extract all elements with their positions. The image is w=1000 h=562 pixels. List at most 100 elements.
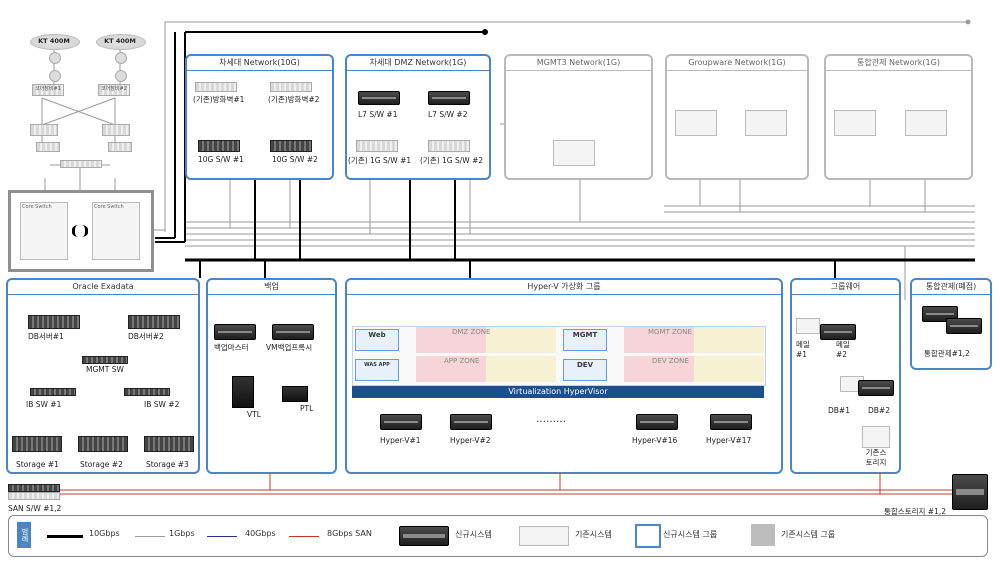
app-zone-bg bbox=[416, 356, 556, 382]
control-server-new-2 bbox=[946, 318, 982, 334]
hyperv-host-17 bbox=[710, 414, 752, 430]
backup-master-server bbox=[214, 324, 256, 340]
mail-server-1-label: 메일 #1 bbox=[796, 340, 810, 359]
kt-line-right bbox=[96, 34, 146, 50]
legend-8g-label: 8Gbps SAN bbox=[327, 529, 372, 538]
hyperv-host-1 bbox=[380, 414, 422, 430]
legacy-1g-switch-2-label: (기존) 1G S/W #2 bbox=[420, 156, 484, 165]
gw-db2-label: DB#2 bbox=[868, 406, 890, 415]
oracle-exadata-title: Oracle Exadata bbox=[8, 280, 198, 295]
legacy-storage bbox=[862, 426, 890, 448]
firewall-1 bbox=[36, 142, 60, 152]
hyperv-ellipsis: ……… bbox=[536, 414, 566, 425]
ptl-device bbox=[282, 386, 308, 402]
core-switch-2 bbox=[92, 202, 140, 260]
legend-1g-label: 1Gbps bbox=[169, 529, 195, 538]
core-switch-1-label: Core Switch bbox=[22, 204, 52, 210]
groupware-server-2 bbox=[745, 110, 787, 136]
core-switch-1 bbox=[20, 202, 68, 260]
kt-line-left bbox=[30, 34, 80, 50]
integrated-storage bbox=[952, 474, 988, 510]
legend-new-system-label: 신규시스템 bbox=[455, 530, 492, 539]
next-gen-dmz-group: 차세대 DMZ Network(1G) bbox=[345, 54, 491, 180]
legacy-firewall-1 bbox=[195, 82, 237, 92]
db-server-2 bbox=[128, 315, 180, 329]
san-switch-label: SAN S/W #1,2 bbox=[8, 504, 62, 513]
san-switch-2 bbox=[8, 492, 60, 500]
ptl-label: PTL bbox=[300, 404, 314, 413]
10g-switch-1 bbox=[198, 140, 240, 152]
next-gen-dmz-title: 차세대 DMZ Network(1G) bbox=[347, 56, 489, 71]
control-servers-label: 통합관제#1,2 bbox=[924, 349, 970, 358]
storage-1 bbox=[12, 436, 62, 452]
legend-8g-line bbox=[289, 536, 319, 537]
mgmt-vm-pill: MGMT bbox=[563, 329, 607, 351]
10g-switch-2-label: 10G S/W #2 bbox=[272, 155, 318, 164]
mgmt3-network-title: MGMT3 Network(1G) bbox=[506, 56, 651, 71]
legend-10g-line bbox=[47, 535, 83, 538]
integrated-control-title: 통합관제(폐점) bbox=[912, 280, 990, 295]
legacy-firewall-2 bbox=[270, 82, 312, 92]
web-vm-pill: Web bbox=[355, 329, 399, 351]
backup-title: 백업 bbox=[208, 280, 335, 295]
edge-router-2 bbox=[98, 84, 130, 96]
app-zone-label: APP ZONE bbox=[444, 357, 480, 365]
legend-old-group-label: 기존시스템 그룹 bbox=[781, 530, 836, 539]
l7-switch-2 bbox=[428, 91, 470, 105]
hyperv-host-16 bbox=[636, 414, 678, 430]
storage-3-label: Storage #3 bbox=[146, 460, 189, 469]
legend-title: 범례 bbox=[17, 522, 31, 548]
dev-vm-pill: DEV bbox=[563, 359, 607, 381]
integrated-control-network-title: 통합관제 Network(1G) bbox=[826, 56, 971, 71]
legend-old-group-icon bbox=[751, 524, 775, 546]
firewall-2 bbox=[108, 142, 132, 152]
db-server-new bbox=[858, 380, 894, 396]
groupware-title: 그룹웨어 bbox=[792, 280, 899, 295]
legend-new-group-icon bbox=[635, 524, 661, 548]
dmz-zone-label: DMZ ZONE bbox=[452, 328, 491, 336]
control-server-2 bbox=[905, 110, 947, 136]
router-icon bbox=[115, 70, 127, 82]
mail-server-2-label: 메일 #2 bbox=[836, 340, 850, 359]
10g-switch-1-label: 10G S/W #1 bbox=[198, 155, 244, 164]
mail-server-2 bbox=[820, 324, 856, 340]
dev-zone-bg bbox=[624, 356, 764, 382]
vm-backup-proxy-server bbox=[272, 324, 314, 340]
storage-2-label: Storage #2 bbox=[80, 460, 123, 469]
backup-group: 백업 bbox=[206, 278, 337, 474]
db-server-1 bbox=[28, 315, 80, 329]
db-server-1-label: DB서버#1 bbox=[28, 332, 64, 341]
legend-old-system-icon bbox=[519, 526, 569, 546]
hyperv-host-16-label: Hyper-V#16 bbox=[632, 436, 678, 445]
mgmt3-server bbox=[553, 140, 595, 166]
ib-switch-2 bbox=[124, 388, 170, 396]
san-switch bbox=[8, 484, 60, 492]
legacy-storage-label: 기존스 토리지 bbox=[865, 448, 887, 467]
legend-old-system-label: 기존시스템 bbox=[575, 530, 612, 539]
hyperv-host-2-label: Hyper-V#2 bbox=[450, 436, 491, 445]
next-gen-network-title: 차세대 Network(10G) bbox=[187, 56, 332, 71]
legend-40g-label: 40Gbps bbox=[245, 529, 276, 538]
legend-10g-label: 10Gbps bbox=[89, 529, 120, 538]
kt-label-left: KT 400M bbox=[38, 37, 70, 45]
hyperv-host-2 bbox=[450, 414, 492, 430]
vm-backup-proxy-label: VM백업프록시 bbox=[266, 343, 313, 352]
ib-switch-1-label: IB SW #1 bbox=[26, 400, 62, 409]
legend: 범례 10Gbps 1Gbps 40Gbps 8Gbps SAN 신규시스템 기… bbox=[8, 515, 988, 557]
router-icon bbox=[49, 52, 61, 64]
legend-40g-line bbox=[207, 536, 237, 537]
l3-switch-1 bbox=[30, 124, 58, 136]
mgmt3-network-group: MGMT3 Network(1G) bbox=[504, 54, 653, 180]
storage-1-label: Storage #1 bbox=[16, 460, 59, 469]
legacy-1g-switch-1-label: (기존) 1G S/W #1 bbox=[348, 156, 412, 165]
legend-new-group-label: 신규시스템 그룹 bbox=[663, 530, 718, 539]
storage-3 bbox=[144, 436, 194, 452]
core-switch-2-label: Core Switch bbox=[94, 204, 124, 210]
legend-1g-line bbox=[135, 536, 165, 537]
mgmt-switch bbox=[82, 356, 128, 364]
l3-switch-2 bbox=[102, 124, 130, 136]
control-server-1 bbox=[834, 110, 876, 136]
storage-2 bbox=[78, 436, 128, 452]
mgmt-zone-bg bbox=[624, 327, 764, 353]
l7-switch-1 bbox=[358, 91, 400, 105]
